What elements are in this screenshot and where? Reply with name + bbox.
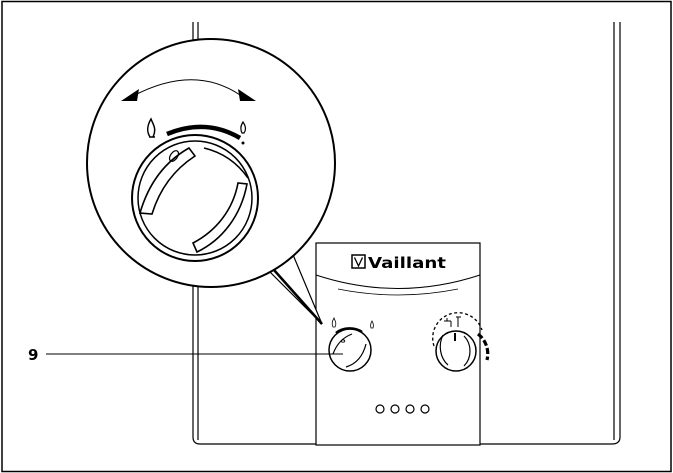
control-panel: Vaillant [315, 242, 490, 446]
zoomed-power-scale [166, 124, 242, 140]
temperature-scale-hot [476, 332, 490, 361]
indicator-lights [375, 404, 430, 414]
gas-control-knob[interactable] [328, 327, 372, 372]
zoomed-gas-knob [131, 134, 259, 262]
indicator-light [390, 404, 400, 414]
rotation-arrow [132, 79, 241, 97]
zoom-callout [86, 38, 336, 325]
callout-marker: 9 [28, 346, 343, 364]
panel-sub-curve [337, 288, 459, 296]
indicator-light [420, 404, 430, 414]
brand-emblem-mark [353, 257, 364, 268]
brand-name: Vaillant [368, 254, 446, 272]
scale-dot [241, 141, 245, 145]
flame-icon-large [370, 320, 374, 329]
tap-temperature-icon [444, 316, 461, 327]
large-flame-icon [240, 120, 247, 134]
indicator-light [405, 404, 415, 414]
panel-header-curve [315, 274, 481, 289]
temperature-scale [432, 312, 483, 347]
callout-number: 9 [28, 346, 38, 364]
arrow-right-head [238, 89, 256, 101]
flame-icon [331, 316, 337, 328]
zoom-pointer-fill [265, 260, 323, 325]
temperature-control-knob[interactable] [435, 330, 477, 372]
brand-logo: Vaillant [351, 254, 446, 272]
arrow-left-head [121, 89, 139, 101]
indicator-light [375, 404, 385, 414]
small-flame-icon [147, 117, 156, 138]
